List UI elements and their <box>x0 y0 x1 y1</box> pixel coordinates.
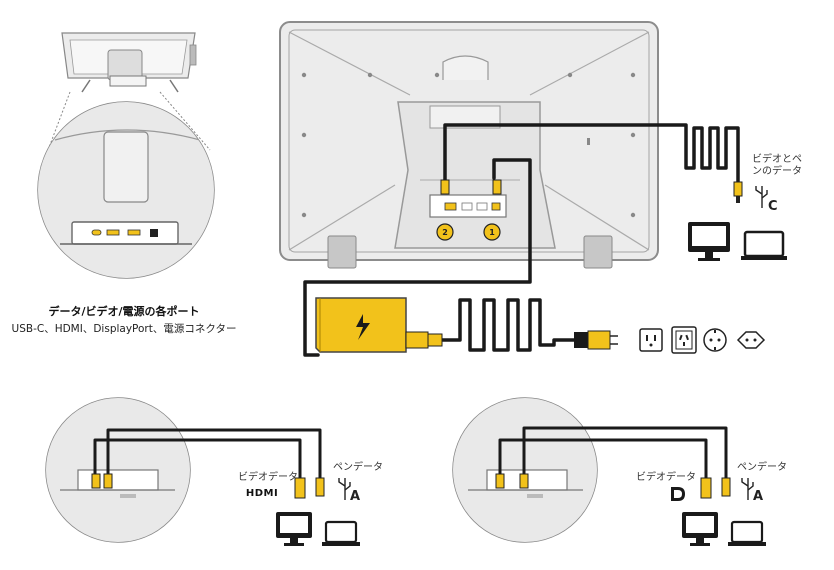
video-pen-data-label-2: ンのデータ <box>752 164 802 177</box>
dp-plug <box>700 477 712 499</box>
usb-port-plug-2 <box>519 473 529 489</box>
hdmi-pen-cable <box>106 428 322 478</box>
usb-icon-2 <box>741 478 754 500</box>
hdmi-port-plug <box>91 473 101 489</box>
video-pen-data-label-1: ビデオとペ <box>752 152 802 165</box>
video-data-label-hdmi: ビデオデータ <box>238 470 298 483</box>
usbc-cable <box>443 123 740 187</box>
dp-pen-cable <box>522 426 728 478</box>
lightning-icon <box>356 314 370 340</box>
ac-plug <box>574 330 618 350</box>
usb-a-plug-2 <box>721 477 731 497</box>
port-badge-1: 1 <box>483 223 501 241</box>
laptop-icon <box>741 230 787 260</box>
caption-title: データ/ビデオ/電源の各ポート <box>48 304 199 318</box>
power-ac-cable <box>438 298 577 352</box>
usb-icon <box>755 186 768 208</box>
svg-text:1: 1 <box>489 228 495 237</box>
caption-subtitle: USB-C、HDMI、DisplayPort、電源コネクター <box>12 322 237 335</box>
usb-a-plug-1 <box>315 477 325 497</box>
power-brick <box>315 297 443 353</box>
usb-c-letter: C <box>768 199 778 214</box>
hdmi-zoom-circle <box>45 397 191 543</box>
hdmi-plug <box>294 477 306 499</box>
outlet-type-i-icon <box>671 326 697 354</box>
usb-a-letter-2: A <box>753 489 763 504</box>
laptop-icon-dp <box>728 520 766 546</box>
dp-video-cable <box>498 438 708 478</box>
pen-data-label-dp: ペンデータ <box>737 460 787 473</box>
svg-text:2: 2 <box>442 228 448 237</box>
port-zoom-circle <box>37 101 215 279</box>
usb-c-plug <box>440 179 743 203</box>
dp-port-plug <box>495 473 505 489</box>
usb-port-plug <box>103 473 113 489</box>
monitor-icon <box>688 222 730 261</box>
hdmi-logo-text: HDMI <box>246 488 278 499</box>
video-data-label-dp: ビデオデータ <box>636 470 696 483</box>
displayport-icon <box>671 487 685 501</box>
outlet-type-a-icon <box>639 328 663 352</box>
port-badge-2: 2 <box>436 223 454 241</box>
tablet-thumbnail <box>61 32 197 93</box>
outlet-type-c-icon <box>736 331 766 349</box>
zoom-line-right <box>159 91 211 151</box>
pen-data-label-hdmi: ペンデータ <box>333 460 383 473</box>
monitor-icon-dp <box>682 512 718 546</box>
monitor-icon-hdmi <box>276 512 312 546</box>
hdmi-video-cable <box>93 438 302 478</box>
tablet-back <box>279 21 659 269</box>
laptop-icon-hdmi <box>322 520 360 546</box>
usb-icon-1 <box>338 478 351 500</box>
usb-a-letter-1: A <box>350 489 360 504</box>
outlet-type-f-icon <box>703 328 727 352</box>
power-dc-cable <box>303 158 532 357</box>
